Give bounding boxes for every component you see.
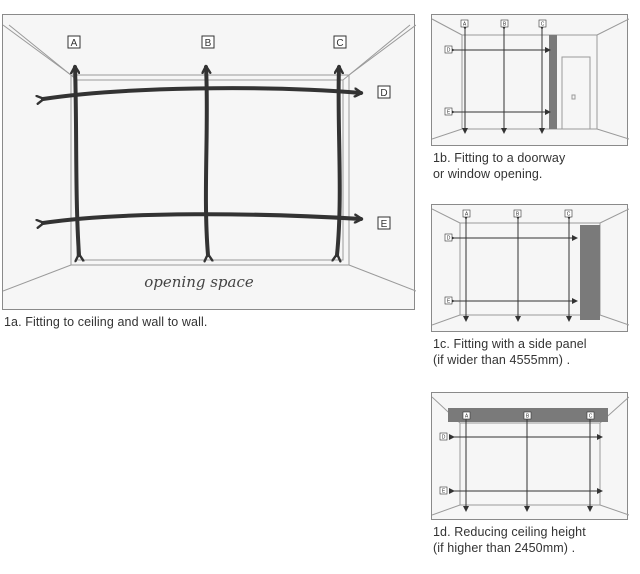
labels: A B C D E <box>444 19 547 116</box>
figure-1d-drawing: A B C D E <box>432 396 629 516</box>
labels: A B C D E <box>444 209 573 305</box>
label-a: A <box>463 22 467 28</box>
label-c: C <box>589 414 593 420</box>
side-panel <box>580 225 600 320</box>
arrows <box>449 24 551 134</box>
label-c: C <box>567 212 571 218</box>
label-c: C <box>541 22 545 28</box>
figure-1b-drawing: A B C D E <box>432 18 629 140</box>
arrow-c <box>337 67 340 255</box>
labels: A B C D E <box>439 411 595 495</box>
figure-1a-panel: A B C D E opening space <box>2 14 416 310</box>
figure-1b-panel: A B C D E <box>431 14 629 146</box>
arrows <box>43 67 361 255</box>
caption-1b-line1: 1b. Fitting to a doorway <box>433 151 566 165</box>
label-a: A <box>67 35 81 49</box>
opening-space-annotation: opening space <box>144 273 254 291</box>
caption-1c-line2: (if wider than 4555mm) . <box>433 353 571 367</box>
arrow-e <box>43 212 361 223</box>
caption-1d-line2: (if higher than 2450mm) . <box>433 541 576 555</box>
caption-1b-line2: or window opening. <box>433 167 543 181</box>
caption-1d-line1: 1d. Reducing ceiling height <box>433 525 586 539</box>
room-outline <box>432 18 629 140</box>
wall-panel <box>549 35 557 129</box>
room-outline <box>432 396 629 516</box>
svg-text:C: C <box>336 38 343 49</box>
arrow-b <box>206 67 208 255</box>
figure-1c-drawing: A B C D E <box>432 208 629 326</box>
caption-1a: 1a. Fitting to ceiling and wall to wall. <box>4 315 208 329</box>
arrow-d <box>43 86 361 99</box>
label-d: D <box>377 85 391 99</box>
figure-1d-panel: A B C D E <box>431 392 629 520</box>
label-b: B <box>526 414 530 420</box>
label-e: E <box>377 216 391 230</box>
label-d: D <box>442 435 446 441</box>
svg-text:B: B <box>205 38 212 49</box>
label-b: B <box>516 212 520 218</box>
label-b: B <box>503 22 507 28</box>
arrows <box>449 214 578 322</box>
label-c: C <box>333 35 347 49</box>
label-e: E <box>447 299 451 305</box>
caption-1c-line1: 1c. Fitting with a side panel <box>433 337 587 351</box>
label-b: B <box>201 35 215 49</box>
label-d: D <box>447 236 451 242</box>
label-a: A <box>465 414 469 420</box>
label-e: E <box>447 110 451 116</box>
arrows <box>449 419 603 512</box>
svg-text:E: E <box>381 219 388 230</box>
figure-1a-drawing: A B C D E opening space <box>3 24 416 292</box>
label-a: A <box>465 212 469 218</box>
svg-text:A: A <box>71 38 78 49</box>
svg-text:D: D <box>380 88 387 99</box>
label-e: E <box>442 489 446 495</box>
figure-1c-panel: A B C D E <box>431 204 629 332</box>
label-d: D <box>447 48 451 54</box>
